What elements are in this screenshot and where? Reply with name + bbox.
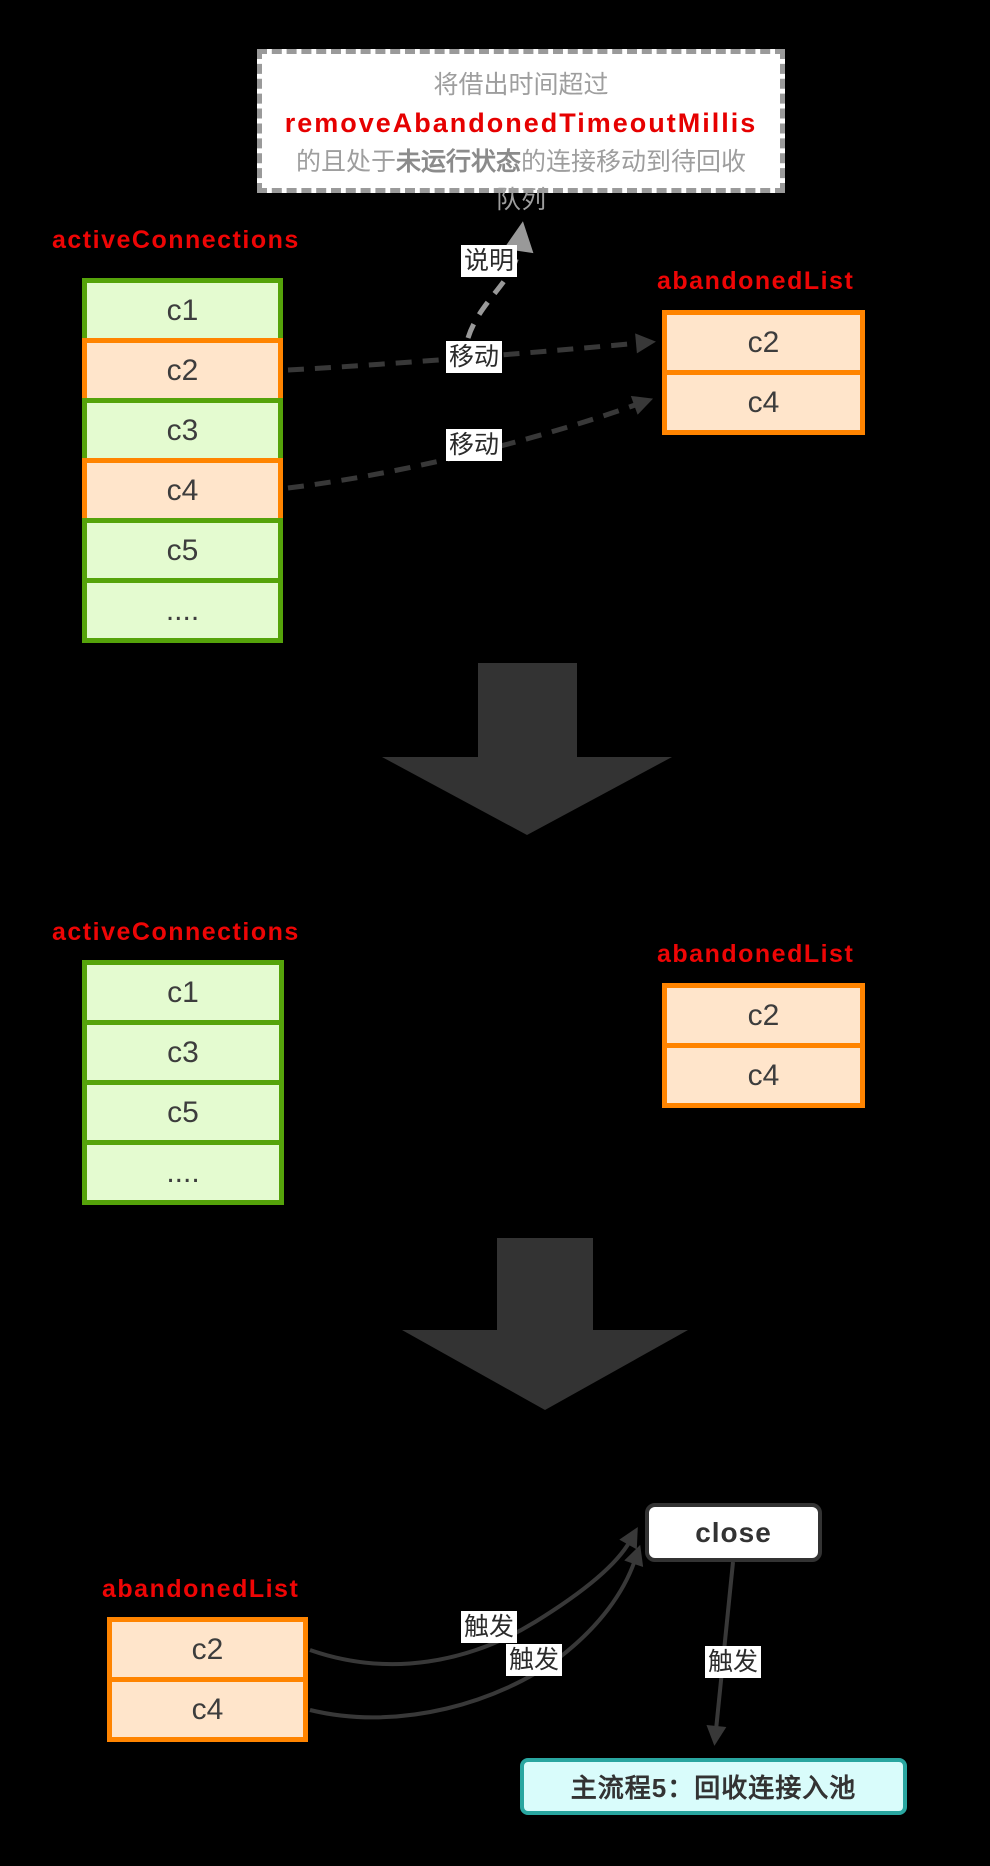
step1-abandoned-table: c2 c4 <box>662 310 865 435</box>
note-line-2: 的且处于未运行状态的连接移动到待回收 <box>295 148 747 176</box>
table-row: c4 <box>82 458 283 523</box>
explain-arrow <box>465 221 534 339</box>
table-row: c2 <box>662 983 865 1048</box>
table-row: c5 <box>82 1080 284 1145</box>
table-row: c4 <box>107 1677 308 1742</box>
step2-abandoned-table: c2 c4 <box>662 983 865 1108</box>
move-arrow-1 <box>287 333 656 373</box>
big-arrow-1 <box>382 663 672 835</box>
main-flow-node: 主流程5：回收连接入池 <box>520 1758 907 1815</box>
table-row: c2 <box>662 310 865 375</box>
table-row: c1 <box>82 278 283 343</box>
step2-active-table: c1 c3 c5 .... <box>82 960 284 1205</box>
note-box: 将借出时间超过 removeAbandonedTimeoutMillis 的且处… <box>257 49 785 214</box>
table-row: .... <box>82 578 283 643</box>
note-keyword: removeAbandonedTimeoutMillis <box>284 108 758 138</box>
step2-abandoned-title: abandonedList <box>657 940 855 968</box>
step3-abandoned-title: abandonedList <box>102 1575 300 1603</box>
table-row: c4 <box>662 370 865 435</box>
explain-chip: 说明 <box>461 245 518 277</box>
table-row: .... <box>82 1140 284 1205</box>
close-node: close <box>645 1503 822 1562</box>
table-row: c3 <box>82 1020 284 1085</box>
note-line-1: 将借出时间超过 <box>433 71 609 99</box>
note-line-3: 队列 <box>495 186 546 214</box>
trigger-chip-2: 触发 <box>506 1644 563 1676</box>
trigger-curve-1 <box>309 1527 638 1666</box>
table-row: c1 <box>82 960 284 1025</box>
table-row: c4 <box>662 1043 865 1108</box>
table-row: c5 <box>82 518 283 583</box>
step1-active-title: activeConnections <box>52 226 300 254</box>
step3-abandoned-table: c2 c4 <box>107 1617 308 1742</box>
table-row: c2 <box>107 1617 308 1682</box>
trigger-chip-1: 触发 <box>461 1611 518 1643</box>
step1-abandoned-title: abandonedList <box>657 267 855 295</box>
table-row: c2 <box>82 338 283 403</box>
step1-active-table: c1 c2 c3 c4 c5 .... <box>82 278 283 643</box>
step2-active-title: activeConnections <box>52 918 300 946</box>
move-chip-2: 移动 <box>446 429 503 461</box>
big-arrow-2 <box>402 1238 688 1410</box>
move-chip-1: 移动 <box>446 341 503 373</box>
table-row: c3 <box>82 398 283 463</box>
trigger-chip-3: 触发 <box>705 1646 762 1678</box>
